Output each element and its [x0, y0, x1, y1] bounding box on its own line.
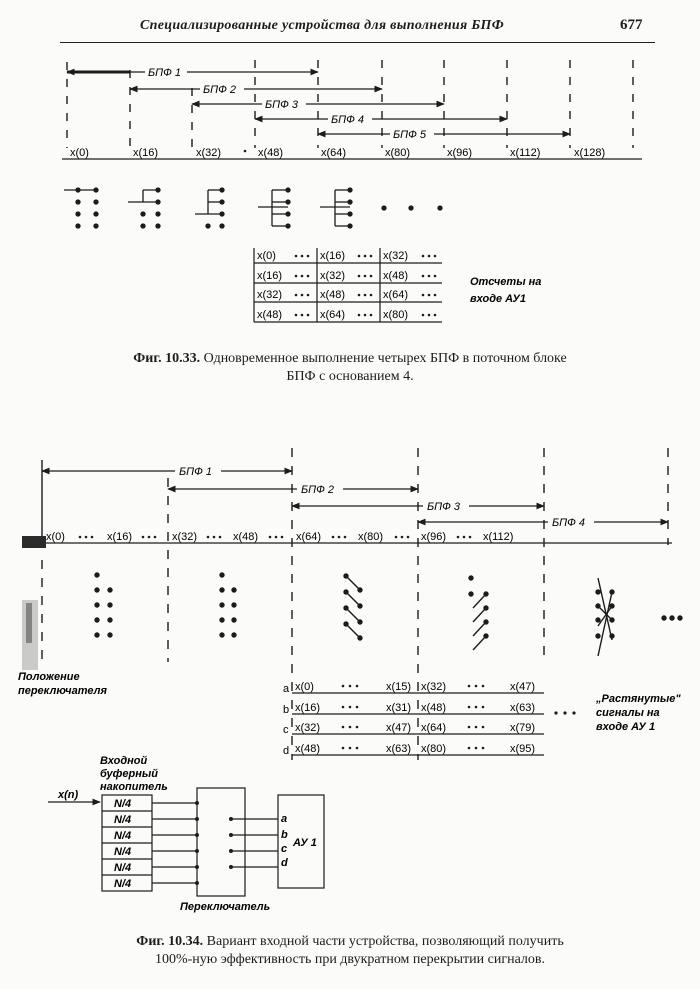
- fig33-state-icons: [64, 187, 443, 229]
- running-header-title: Специализированные устройства для выполн…: [140, 18, 504, 33]
- au-output-label: d: [281, 857, 288, 869]
- fig34-sample-label: x(0): [46, 531, 65, 543]
- fig34-row-letter: a: [283, 683, 290, 695]
- fig34-switch-label: Положение: [18, 671, 80, 683]
- fig33-input-cell: x(64): [320, 309, 345, 321]
- fig33-side-note: Отсчеты на: [470, 276, 541, 288]
- fig34-cell: x(16): [295, 702, 320, 714]
- fig33-fft-label: БПФ 1: [148, 67, 181, 79]
- fig33-sample-label: x(80): [385, 147, 410, 159]
- fig34-fft-label: БПФ 3: [427, 501, 461, 513]
- fig33-sample-label: x(48): [258, 147, 283, 159]
- fig33-input-cell: x(16): [320, 250, 345, 262]
- input-signal-label: x(n): [57, 789, 79, 801]
- fig34-cell: x(63): [510, 702, 535, 714]
- fig33-sample-label: x(128): [574, 147, 605, 159]
- fig34-cell: x(0): [295, 681, 314, 693]
- fig34-fft-label: БПФ 1: [179, 466, 212, 478]
- buffer-cell: N/4: [114, 846, 131, 858]
- fig34-fft-label: БПФ 2: [301, 484, 334, 496]
- fig33-caption: Фиг. 10.33. Одновременное выполнение чет…: [133, 351, 567, 384]
- buffer-label: буферный: [100, 768, 158, 780]
- buffer-cell: N/4: [114, 878, 131, 890]
- fig34-cell: x(48): [421, 702, 446, 714]
- fig34-sample-label: x(32): [172, 531, 197, 543]
- fig33-fft-label: БПФ 3: [265, 99, 299, 111]
- fig34-cell: x(95): [510, 743, 535, 755]
- fig34-switch-label: переключателя: [18, 685, 107, 697]
- fig33-input-cell: x(80): [383, 309, 408, 321]
- fig34-cell: x(32): [421, 681, 446, 693]
- fig34-axis-marker: [22, 536, 46, 548]
- fig33-input-cell: x(48): [320, 289, 345, 301]
- fig33-input-cell: x(32): [383, 250, 408, 262]
- fig33-input-cell: x(0): [257, 250, 276, 262]
- switch-block: [196, 787, 246, 897]
- fig34-sample-label: x(48): [233, 531, 258, 543]
- fig34-cell: x(64): [421, 722, 446, 734]
- fig34-sample-label: x(64): [296, 531, 321, 543]
- buffer-label: Входной: [100, 755, 148, 767]
- fig34-fft-label: БПФ 4: [552, 517, 585, 529]
- fig34-block-diagram: Входной буферный накопитель x(n) Переклю…: [48, 755, 325, 913]
- fig34-switch-positions: [94, 572, 683, 657]
- fig34-cell: x(63): [386, 743, 411, 755]
- fig34-cell: x(31): [386, 702, 411, 714]
- fig34-sample-label: x(16): [107, 531, 132, 543]
- fig33-side-note: входе АУ1: [470, 293, 526, 305]
- fig34-sample-label: x(96): [421, 531, 446, 543]
- buffer-label: накопитель: [100, 781, 168, 793]
- switch-caption: Переключатель: [180, 901, 270, 913]
- fig34-stretched-note: входе АУ 1: [596, 721, 655, 733]
- fig33-input-cell: x(16): [257, 270, 282, 282]
- fig33-input-cell: x(64): [383, 289, 408, 301]
- fig33-sample-label: x(32): [196, 147, 221, 159]
- fig33-fft-label: БПФ 5: [393, 129, 427, 141]
- au1-label: АУ 1: [292, 837, 317, 849]
- fig33-input-cell: x(32): [257, 289, 282, 301]
- fig34-cell: x(47): [386, 722, 411, 734]
- header-rule: [60, 42, 655, 43]
- fig34-cell: x(48): [295, 743, 320, 755]
- au-output-label: c: [281, 843, 287, 855]
- fig33-input-table: x(0) x(16) x(32) x(16) x(32) x(48) x(32)…: [253, 248, 442, 323]
- fig34-stretched-note: сигналы на: [596, 707, 660, 719]
- fig33-input-cell: x(48): [383, 270, 408, 282]
- fig33-sample-label: x(64): [321, 147, 346, 159]
- au1-block: [277, 794, 325, 889]
- fig33-sample-label: x(96): [447, 147, 472, 159]
- fig34-sample-label: x(80): [358, 531, 383, 543]
- buffer-cell: N/4: [114, 830, 131, 842]
- fig34-cell: x(47): [510, 681, 535, 693]
- buffer-cell: N/4: [114, 798, 131, 810]
- fig33-sample-label: x(16): [133, 147, 158, 159]
- fig34-row-letter: b: [283, 704, 289, 716]
- buffer-cell: N/4: [114, 862, 131, 874]
- fig34-cell: x(80): [421, 743, 446, 755]
- fig34-cell: x(79): [510, 722, 535, 734]
- fig33-fft-label: БПФ 2: [203, 84, 236, 96]
- fig34-sample-label: x(112): [483, 531, 513, 543]
- fig34-caption: Фиг. 10.34. Вариант входной части устрой…: [136, 934, 564, 967]
- fig34-row-letter: d: [283, 745, 289, 757]
- fig34-cell: x(15): [386, 681, 411, 693]
- fig34-row-letter: c: [283, 724, 289, 736]
- page-number: 677: [620, 17, 643, 33]
- fig33-fft-label: БПФ 4: [331, 114, 364, 126]
- fig33-input-cell: x(48): [257, 309, 282, 321]
- buffer-cell: N/4: [114, 814, 131, 826]
- fig34-stretched-note: „Растянутые": [595, 693, 681, 705]
- fig34-cell: x(32): [295, 722, 320, 734]
- au-output-label: b: [281, 829, 288, 841]
- fig33-sample-label: x(0): [70, 147, 89, 159]
- fig33-input-cell: x(32): [320, 270, 345, 282]
- au-output-label: a: [281, 813, 287, 825]
- fig33-sample-label: x(112): [510, 147, 540, 159]
- fig34-stretched-table: a b c d x(0) x(15) x(32) x(47) x(16) x(3…: [283, 681, 576, 757]
